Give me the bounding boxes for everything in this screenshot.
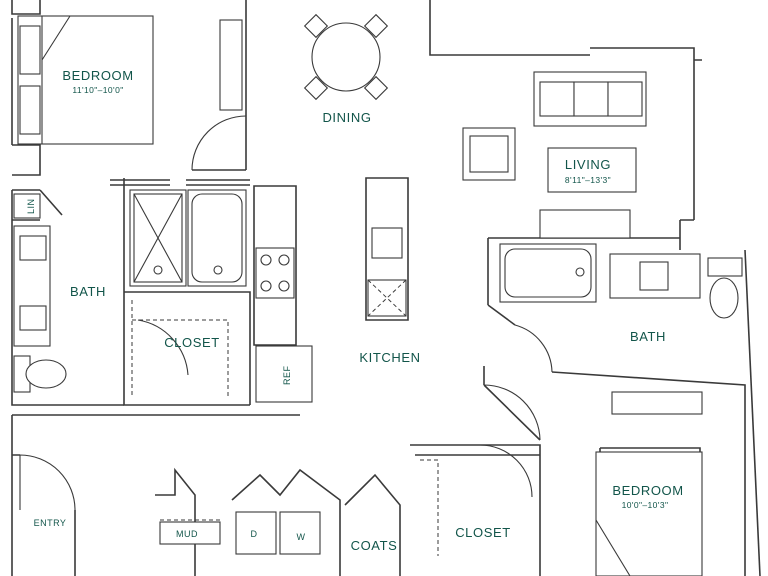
living-label: LIVING (565, 157, 611, 172)
bath-1-label: BATH (70, 284, 106, 299)
dryer-icon (235, 511, 277, 555)
washer-label: W (297, 532, 306, 542)
bathtub-icon (499, 243, 597, 303)
sofa-icon (533, 71, 647, 127)
mud-label: MUD (176, 529, 198, 539)
coats-label: COATS (351, 538, 398, 553)
labels: BEDROOM 11'10"–10'0" DINING LIVING 8'11"… (26, 68, 683, 553)
bedroom-1-label: BEDROOM (62, 68, 133, 83)
living-dims: 8'11"–13'3" (565, 175, 611, 185)
bed-icon (595, 451, 703, 576)
toilet-icon (707, 257, 743, 319)
sink-icon (19, 305, 47, 331)
bedroom-2-label: BEDROOM (612, 483, 683, 498)
toilet-icon (13, 355, 67, 393)
bedroom-2-dims: 10'0"–10'3" (622, 500, 669, 510)
mud-bench-icon (159, 521, 221, 545)
refrigerator-icon (255, 345, 313, 403)
bath-2-label: BATH (630, 329, 666, 344)
dining-table-icon (303, 13, 389, 101)
dresser-icon (219, 19, 243, 111)
living-label-box (547, 147, 637, 193)
closet-1-label: CLOSET (164, 335, 220, 350)
bedroom-1-dims: 11'10"–10'0" (72, 85, 123, 95)
dining-label: DINING (322, 110, 371, 125)
refrigerator-label: REF (282, 365, 292, 385)
fixtures (13, 13, 743, 576)
shelf-icon (611, 391, 703, 415)
armchair-icon (462, 127, 516, 181)
dishwasher-icon (367, 279, 407, 317)
sink-icon (19, 235, 47, 261)
washer-icon (279, 511, 321, 555)
sink-icon (639, 261, 669, 291)
bathtub-icon (187, 189, 247, 287)
sink-icon (371, 227, 403, 259)
linen-closet (13, 193, 41, 219)
range-icon (255, 247, 295, 299)
shower-icon (129, 189, 187, 287)
entry-label: ENTRY (34, 518, 67, 528)
dryer-label: D (251, 529, 258, 539)
kitchen-label: KITCHEN (359, 350, 420, 365)
closet-2-label: CLOSET (455, 525, 511, 540)
tv-console-icon (539, 209, 631, 239)
linen-label: LIN (26, 198, 36, 214)
